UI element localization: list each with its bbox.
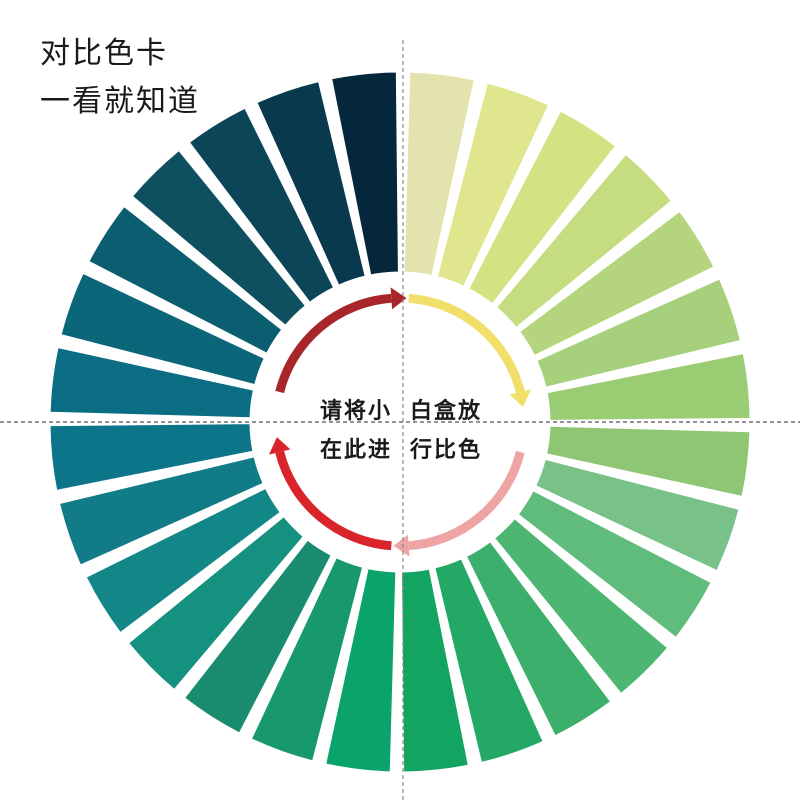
color-wedge (88, 206, 283, 354)
title-line-2: 一看就知道 (40, 84, 200, 119)
color-wedge (85, 487, 281, 633)
color-wedge (132, 150, 306, 326)
color-wedge (49, 423, 254, 491)
color-wedge (256, 81, 366, 286)
color-wedge (434, 558, 544, 763)
color-wedge (184, 539, 332, 734)
arrow-bottom-left-arc (275, 450, 392, 551)
color-wedge (468, 110, 616, 305)
color-wedge (436, 82, 550, 287)
color-wedge (250, 557, 364, 762)
color-wedge (401, 568, 469, 773)
arrow-top-right-arc (408, 293, 525, 394)
color-wedge (519, 211, 715, 357)
color-wedge (189, 107, 335, 303)
title-line-1: 对比色卡 (40, 36, 168, 71)
color-wedge (536, 278, 741, 388)
color-wedge (325, 568, 397, 773)
color-wedges (49, 71, 751, 773)
color-wedge (403, 71, 475, 276)
center-text-top-right: 白盒放 (410, 399, 483, 424)
arrow-bottom-right-head (393, 534, 410, 557)
color-wedge (546, 353, 751, 421)
arrow-bottom-left-head (269, 437, 291, 455)
color-wedge (496, 154, 672, 328)
center-text-top-left: 请将小 (320, 399, 393, 424)
color-wedge (60, 272, 265, 386)
color-wedge (517, 490, 712, 638)
rotation-arrows (269, 287, 531, 557)
color-wedge (465, 541, 611, 737)
color-wedge (546, 425, 751, 497)
arrow-top-right-head (509, 389, 531, 407)
color-wedge (59, 456, 264, 566)
center-text-bottom-left: 在此进 (320, 438, 393, 463)
arrow-top-left-arc (275, 293, 392, 394)
color-wedge (494, 518, 668, 694)
arrow-top-left-head (390, 287, 407, 310)
color-wedge (331, 71, 399, 276)
color-wedge (535, 458, 740, 572)
color-wedge (128, 516, 304, 690)
arrow-bottom-right-arc (408, 450, 525, 551)
center-text-bottom-right: 行比色 (410, 438, 483, 463)
color-wedge (49, 347, 254, 419)
